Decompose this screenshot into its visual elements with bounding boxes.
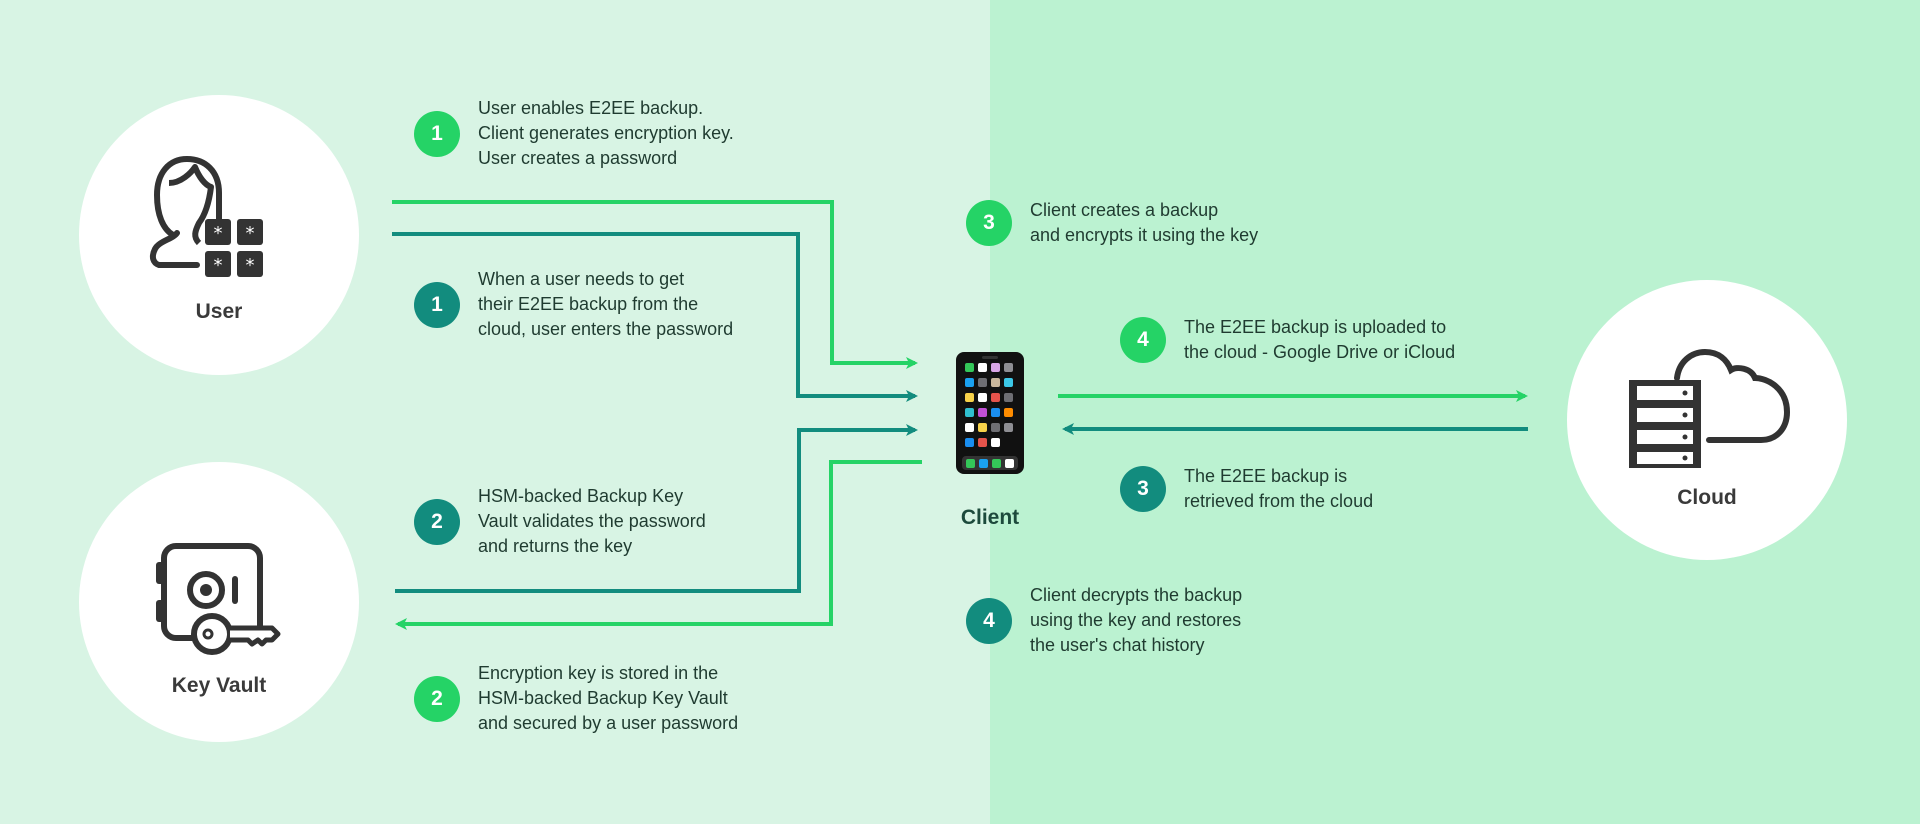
step-number-badge: 1 [414,281,460,328]
user-label: User [195,300,243,323]
step-restore-2: 2 HSM-backed Backup Key Vault validates … [414,484,706,559]
step-number-badge: 1 [414,110,460,157]
arrow-vault-to-client-key [395,424,918,593]
app-icon [991,438,1000,447]
cloud-label: Cloud [1677,486,1737,509]
step-description: Client decrypts the backup using the key… [1030,585,1243,655]
step-restore-4: 4 Client decrypts the backup using the k… [966,583,1242,658]
app-icon [978,423,987,432]
step-backup-1: 1 User enables E2EE backup. Client gener… [414,96,734,171]
svg-text:*: * [246,223,255,244]
step-description: The E2EE backup is retrieved from the cl… [1184,466,1374,511]
app-icon [1004,408,1013,417]
arrow-user-to-client-backup [392,200,918,369]
server-cloud-icon [1629,348,1791,468]
svg-text:*: * [214,255,223,276]
safe-key-icon [156,543,281,655]
app-icon [1004,423,1013,432]
app-icon [991,423,1000,432]
step-restore-3: 3 The E2EE backup is retrieved from the … [1120,464,1373,514]
dock-app-icon [966,459,975,468]
svg-text:*: * [246,255,255,276]
app-icon [1004,363,1013,372]
step-description: Encryption key is stored in the HSM-back… [478,663,739,733]
app-icon [978,438,987,447]
step-description: User enables E2EE backup. Client generat… [478,98,734,168]
app-icon [991,363,1000,372]
key-vault-node: Key Vault [79,462,359,742]
app-icon [978,378,987,387]
step-description: Client creates a backup and encrypts it … [1030,200,1259,245]
key-vault-label: Key Vault [171,674,267,697]
svg-text:*: * [214,223,223,244]
step-backup-4: 4 The E2EE backup is uploaded to the clo… [1120,315,1455,365]
step-number-badge: 3 [1120,466,1166,512]
user-password-icon: * * * * [149,155,263,277]
app-icon [1004,393,1013,402]
app-icon [978,363,987,372]
step-description: The E2EE backup is uploaded to the cloud… [1184,317,1456,362]
smartphone-icon [956,352,1024,474]
app-icon [965,423,974,432]
arrow-user-to-client-restore [392,232,918,402]
app-icon [965,363,974,372]
app-icon [978,393,987,402]
step-description: When a user needs to get their E2EE back… [478,269,734,339]
step-number-badge: 3 [966,200,1012,246]
app-icon [991,378,1000,387]
step-backup-2: 2 Encryption key is stored in the HSM-ba… [414,661,738,736]
dock-app-icon [992,459,1001,468]
step-number-badge: 4 [966,597,1012,644]
step-backup-3: 3 Client creates a backup and encrypts i… [966,198,1258,248]
step-number-badge: 2 [414,498,460,545]
app-icon [965,438,974,447]
user-node: * * * * User [79,95,359,375]
client-label: Client [960,506,1020,529]
app-icon [1004,378,1013,387]
app-icon [965,408,974,417]
cloud-node: Cloud [1567,280,1847,560]
step-number-badge: 4 [1120,317,1166,363]
step-description: HSM-backed Backup Key Vault validates th… [478,486,706,556]
arrow-client-to-vault-store [395,460,922,630]
dock-app-icon [979,459,988,468]
app-icon [991,408,1000,417]
app-icon [991,393,1000,402]
step-restore-1: 1 When a user needs to get their E2EE ba… [414,267,733,342]
app-icon [978,408,987,417]
dock-app-icon [1005,459,1014,468]
app-icon [965,378,974,387]
app-icon [965,393,974,402]
step-number-badge: 2 [414,675,460,722]
